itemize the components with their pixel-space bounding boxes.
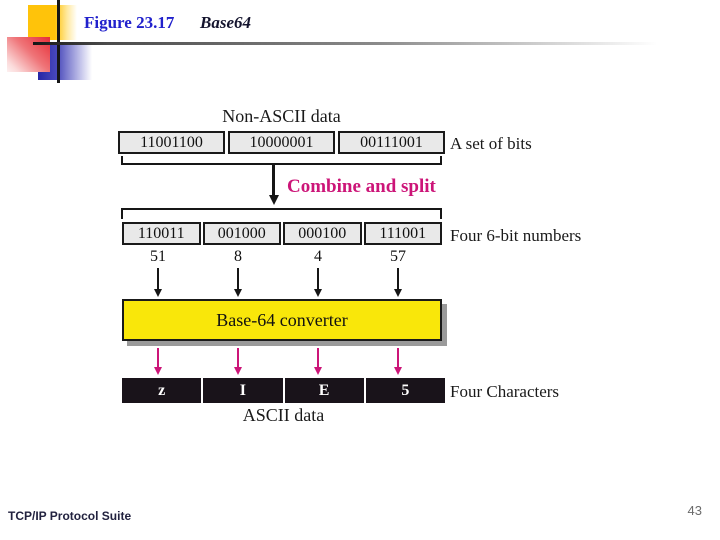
footer-book-title: TCP/IP Protocol Suite [8, 509, 132, 523]
bracket-tick [121, 208, 123, 219]
four-characters-label: Four Characters [450, 382, 560, 401]
down-arrow [237, 268, 239, 290]
bracket-tick [440, 208, 442, 219]
ascii-chars-row: z I E 5 [122, 378, 445, 403]
six-bit-cell: 001000 [202, 222, 281, 245]
decoration-yellow-square [28, 5, 77, 40]
magenta-down-arrow [397, 348, 399, 368]
magenta-down-arrow [317, 348, 319, 368]
decimal-value: 4 [314, 248, 322, 265]
six-bit-cell: 110011 [122, 222, 201, 245]
combine-and-split-label: Combine and split [287, 176, 436, 197]
decoration-vertical-line [57, 0, 60, 83]
down-arrow [317, 268, 319, 290]
bits-cell: 10000001 [228, 131, 335, 154]
bits-cell: 11001100 [118, 131, 225, 154]
six-bit-cell: 000100 [283, 222, 362, 245]
four-6bit-numbers-label: Four 6-bit numbers [450, 226, 582, 245]
header-rule-line [33, 42, 657, 45]
down-arrow [157, 268, 159, 290]
bits-cell: 00111001 [338, 131, 445, 154]
base64-converter-box: Base-64 converter [122, 299, 442, 341]
magenta-down-arrow [157, 348, 159, 368]
figure-title: Base64 [200, 13, 251, 32]
ascii-data-label: ASCII data [242, 405, 325, 425]
combine-down-arrow [272, 165, 275, 196]
bracket-line [121, 208, 442, 210]
decimal-value: 8 [234, 248, 242, 265]
slide-page-number: 43 [687, 503, 702, 518]
ascii-char-cell: z [122, 378, 202, 403]
figure-number: Figure 23.17 [84, 13, 175, 32]
six-bit-row: 110011 001000 000100 111001 [122, 222, 442, 245]
bits-row: 11001100 10000001 00111001 [118, 131, 445, 154]
ascii-char-cell: I [203, 378, 283, 403]
decimal-value: 51 [150, 248, 166, 265]
bracket-line [121, 163, 442, 165]
set-of-bits-label: A set of bits [450, 134, 532, 153]
bracket-tick [440, 156, 442, 165]
decimal-value: 57 [390, 248, 406, 265]
magenta-down-arrow [237, 348, 239, 368]
bracket-tick [121, 156, 123, 165]
down-arrow [397, 268, 399, 290]
non-ascii-data-label: Non-ASCII data [222, 106, 341, 126]
six-bit-cell: 111001 [363, 222, 442, 245]
ascii-char-cell: 5 [365, 378, 445, 403]
ascii-char-cell: E [284, 378, 364, 403]
